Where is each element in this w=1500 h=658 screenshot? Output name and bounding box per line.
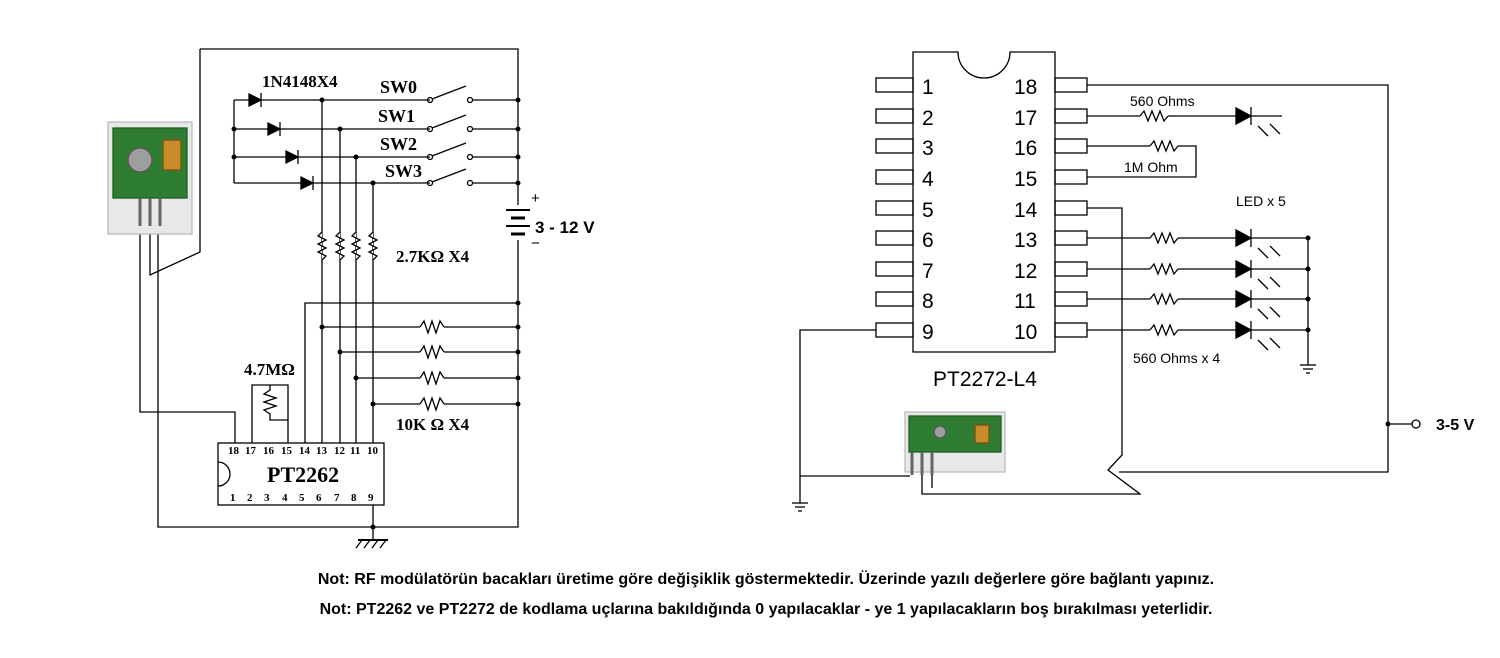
pin-label: 14 [1014,199,1038,222]
pin-label: 8 [351,492,357,504]
pin-label: 10 [367,445,379,457]
pin-label: 4 [922,168,934,191]
diode-row-2 [234,149,430,165]
ground-symbol-rx [792,502,808,512]
pin-label: 15 [1014,168,1037,191]
pin-label: 16 [263,445,275,457]
pin-label: 12 [1014,260,1037,283]
rf-transmitter-module [107,121,193,235]
pt2272-right-pin-labels: 18 17 16 15 14 13 12 11 10 [1014,76,1038,344]
pin-label: 18 [1014,76,1037,99]
switch-label-2: SW2 [380,134,417,154]
antenna-wire [157,48,519,528]
note-line-2: Not: PT2262 ve PT2272 de kodlama uçların… [319,601,1213,618]
pin-label: 4 [282,492,288,504]
pin-label: 9 [368,492,374,504]
pt2272-right-pins [1054,77,1088,338]
pin-label: 18 [228,445,240,457]
pt2262-name: PT2262 [267,462,339,487]
switch-label-0: SW0 [380,77,417,97]
led-count-label: LED x 5 [1236,193,1286,209]
battery-label: 3 - 12 V [535,218,595,237]
rf-receiver-module [904,411,1006,475]
resistor-560x4-label: 560 Ohms x 4 [1133,350,1220,366]
led-array [1087,228,1308,351]
pt2272-left-pins [875,77,914,338]
diode-row-1 [234,121,430,137]
pin-label: 1 [922,76,934,99]
pin-label: 2 [247,492,253,504]
pin-label: 3 [922,137,934,160]
pin-label: 1 [230,492,236,504]
pin-label: 5 [922,199,934,222]
resistor-1m-label: 1M Ohm [1124,159,1178,175]
ground-symbol-tx [355,505,388,549]
diode-row-3 [234,175,430,191]
pin-label: 11 [350,445,360,457]
note-line-1: Not: RF modülatörün bacakları üretime gö… [317,571,1215,588]
resistor-2k7-label: 2.7KΩ X4 [396,247,470,266]
pin-label: 12 [334,445,346,457]
diode-label: 1N4148X4 [262,72,338,91]
pin-label: 2 [922,107,934,130]
pin-label: 5 [299,492,305,504]
battery [505,205,531,240]
pin-label: 11 [1014,290,1036,313]
pin-label: 3 [264,492,270,504]
resistors-10k [322,318,518,413]
switch-sw1 [426,114,518,133]
pin-label: 15 [281,445,293,457]
ground-symbol-led [1300,364,1316,374]
pt2262-bottom-pin-labels: 1 2 3 4 5 6 7 8 9 [230,492,374,504]
pin-label: 14 [299,445,311,457]
switch-label-3: SW3 [385,161,422,181]
module-vcc-wire [139,225,236,443]
switch-label-1: SW1 [378,106,415,126]
pin-label: 13 [1014,229,1037,252]
resistor-560-label: 560 Ohms [1130,93,1195,109]
switch-sw3 [426,168,518,187]
pin-label: 10 [1014,321,1037,344]
pin-label: 13 [316,445,328,457]
pt2262-ic [217,442,385,506]
pin-label: 16 [1014,137,1037,160]
battery-minus: − [531,235,540,252]
resistor-10k-label: 10K Ω X4 [396,415,470,434]
pin-label: 17 [245,445,257,457]
pin-label: 7 [922,260,934,283]
resistors-2k7 [316,231,379,261]
pin-label: 6 [316,492,322,504]
pin-label: 6 [922,229,934,252]
pt2272-ic [912,51,1056,353]
pin-label: 8 [922,290,934,313]
battery-plus: + [531,190,540,207]
pin-label: 9 [922,321,934,344]
pt2272-left-pin-labels: 1 2 3 4 5 6 7 8 9 [922,76,934,344]
supply-label: 3-5 V [1436,417,1475,434]
pt2272-name: PT2272-L4 [933,368,1037,391]
pt2262-top-pin-labels: 18 17 16 15 14 13 12 11 10 [228,445,379,457]
resistor-4m7-label: 4.7MΩ [244,360,295,379]
module-data-wire [149,49,201,277]
resistor-4m7 [251,384,289,443]
switch-sw2 [426,142,518,161]
pin-label: 17 [1014,107,1037,130]
pin-label: 7 [334,492,340,504]
switch-sw0 [426,85,518,104]
diode-row-0 [234,92,430,108]
